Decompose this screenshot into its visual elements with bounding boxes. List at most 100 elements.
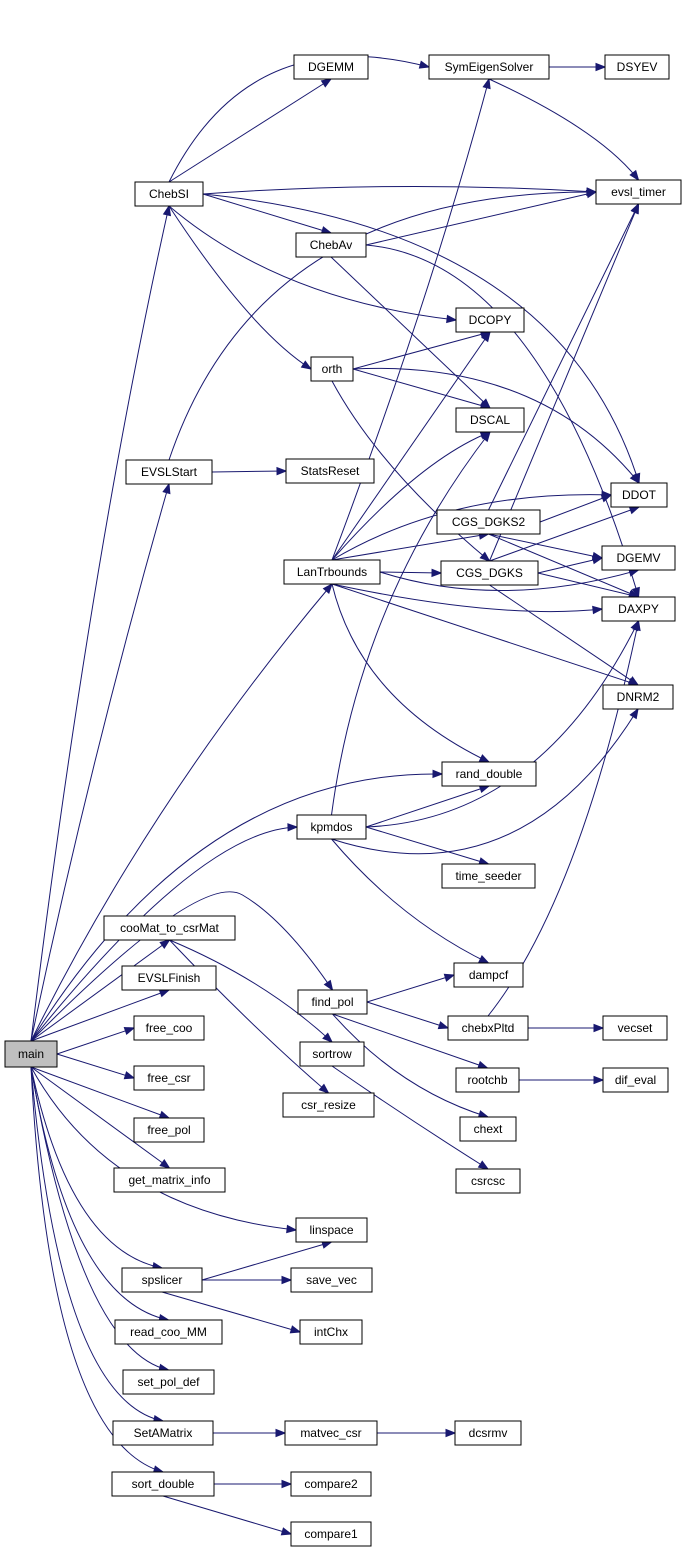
- node-cooMat_to_csrMat[interactable]: cooMat_to_csrMat: [103, 915, 236, 941]
- edge-line: [30, 989, 170, 1042]
- node-box: [290, 1521, 372, 1547]
- edge-line: [202, 193, 640, 484]
- node-DSCAL[interactable]: DSCAL: [455, 407, 525, 433]
- edge-SymEigenSolver-to-evsl_timer: [488, 78, 640, 182]
- node-CGS_DGKS2[interactable]: CGS_DGKS2: [436, 509, 541, 535]
- edge-main-to-EVSLStart: [30, 482, 171, 1042]
- node-free_pol[interactable]: free_pol: [133, 1117, 205, 1143]
- node-matvec_csr[interactable]: matvec_csr: [284, 1420, 378, 1446]
- node-DDOT[interactable]: DDOT: [610, 482, 668, 508]
- node-DAXPY[interactable]: DAXPY: [601, 596, 676, 622]
- node-label: CGS_DGKS: [456, 566, 523, 580]
- node-evsl_timer[interactable]: evsl_timer: [595, 179, 682, 205]
- arrowhead-icon: [600, 494, 613, 503]
- node-csr_resize[interactable]: csr_resize: [282, 1092, 375, 1118]
- node-box: [114, 1319, 223, 1345]
- node-SetAMatrix[interactable]: SetAMatrix: [112, 1420, 214, 1446]
- node-label: vecset: [618, 1021, 653, 1035]
- edge-rootchb-to-dif_eval: [519, 1075, 605, 1085]
- edge-line: [201, 1241, 332, 1281]
- edge-line: [365, 244, 639, 598]
- node-compare1[interactable]: compare1: [290, 1521, 372, 1547]
- edge-main-to-sort_double: [30, 1066, 165, 1474]
- edge-sort_double-to-compare1: [162, 1495, 293, 1536]
- node-rootchb[interactable]: rootchb: [455, 1067, 520, 1093]
- node-box: [283, 559, 381, 585]
- arrowhead-icon: [446, 314, 458, 324]
- node-find_pol[interactable]: find_pol: [297, 989, 368, 1015]
- edge-line: [331, 583, 639, 686]
- node-label: DGEMM: [308, 60, 354, 74]
- node-dcsrmv[interactable]: dcsrmv: [454, 1420, 522, 1446]
- arrowhead-icon: [480, 430, 491, 443]
- node-chext[interactable]: chext: [459, 1116, 517, 1142]
- node-spslicer[interactable]: spslicer: [121, 1267, 203, 1293]
- edge-LanTrbounds-to-DNRM2: [331, 583, 640, 687]
- node-EVSLFinish[interactable]: EVSLFinish: [121, 965, 217, 991]
- node-kpmdos[interactable]: kpmdos: [296, 814, 367, 840]
- node-linspace[interactable]: linspace: [295, 1217, 368, 1243]
- edge-line: [168, 191, 597, 461]
- node-DCOPY[interactable]: DCOPY: [455, 307, 525, 333]
- node-set_pol_def[interactable]: set_pol_def: [122, 1369, 215, 1395]
- edge-main-to-LanTrbounds: [30, 582, 333, 1042]
- edge-line: [30, 1066, 164, 1422]
- node-sort_double[interactable]: sort_double: [111, 1471, 215, 1497]
- node-label: DSCAL: [470, 413, 510, 427]
- edge-LanTrbounds-to-CGS_DGKS: [379, 568, 443, 578]
- node-get_matrix_info[interactable]: get_matrix_info: [113, 1167, 226, 1193]
- node-main[interactable]: main: [4, 1040, 58, 1068]
- node-LanTrbounds[interactable]: LanTrbounds: [283, 559, 381, 585]
- node-sortrow[interactable]: sortrow: [299, 1041, 365, 1067]
- node-rand_double[interactable]: rand_double: [441, 761, 537, 787]
- node-label: ChebAv: [310, 238, 352, 252]
- node-label: linspace: [309, 1223, 353, 1237]
- node-dif_eval[interactable]: dif_eval: [602, 1067, 669, 1093]
- node-free_csr[interactable]: free_csr: [133, 1065, 205, 1091]
- node-csrcsc[interactable]: csrcsc: [455, 1168, 521, 1194]
- node-free_coo[interactable]: free_coo: [133, 1015, 205, 1041]
- edge-line: [30, 826, 298, 1042]
- arrowhead-icon: [477, 1060, 489, 1069]
- node-box: [459, 1116, 517, 1142]
- edge-line: [488, 78, 639, 181]
- node-ChebSI[interactable]: ChebSI: [134, 181, 204, 207]
- node-label: EVSLFinish: [138, 971, 201, 985]
- node-StatsReset[interactable]: StatsReset: [285, 458, 375, 484]
- node-CGS_DGKS[interactable]: CGS_DGKS: [440, 560, 539, 586]
- arrowhead-icon: [478, 784, 491, 794]
- node-ChebAv[interactable]: ChebAv: [295, 232, 367, 258]
- node-label: time_seeder: [455, 869, 521, 883]
- node-DSYEV[interactable]: DSYEV: [604, 54, 670, 80]
- arrowhead-icon: [322, 582, 333, 594]
- edge-line: [330, 256, 491, 409]
- node-label: dampcf: [469, 968, 509, 982]
- node-label: kpmdos: [310, 820, 352, 834]
- edge-line: [331, 431, 491, 816]
- node-box: [296, 814, 367, 840]
- node-compare2[interactable]: compare2: [290, 1471, 372, 1497]
- node-orth[interactable]: orth: [310, 356, 354, 382]
- node-chebxPltd[interactable]: chebxPltd: [447, 1015, 529, 1041]
- node-read_coo_MM[interactable]: read_coo_MM: [114, 1319, 223, 1345]
- node-SymEigenSolver[interactable]: SymEigenSolver: [428, 54, 550, 80]
- node-box: [441, 761, 537, 787]
- node-dampcf[interactable]: dampcf: [453, 962, 524, 988]
- node-box: [297, 989, 368, 1015]
- node-DNRM2[interactable]: DNRM2: [602, 684, 674, 710]
- node-time_seeder[interactable]: time_seeder: [441, 863, 536, 889]
- node-box: [453, 962, 524, 988]
- node-label: EVSLStart: [141, 465, 198, 479]
- arrowhead-icon: [481, 330, 491, 343]
- arrowhead-icon: [281, 1479, 293, 1489]
- edge-line: [331, 78, 490, 561]
- node-EVSLStart[interactable]: EVSLStart: [125, 459, 213, 485]
- node-label: dif_eval: [615, 1073, 656, 1087]
- node-save_vec[interactable]: save_vec: [290, 1267, 373, 1293]
- node-intChx[interactable]: intChx: [299, 1319, 363, 1345]
- arrowhead-icon: [629, 472, 640, 485]
- node-box: [299, 1041, 365, 1067]
- node-DGEMV[interactable]: DGEMV: [601, 545, 676, 571]
- node-vecset[interactable]: vecset: [602, 1015, 668, 1041]
- node-DGEMM[interactable]: DGEMM: [293, 54, 369, 80]
